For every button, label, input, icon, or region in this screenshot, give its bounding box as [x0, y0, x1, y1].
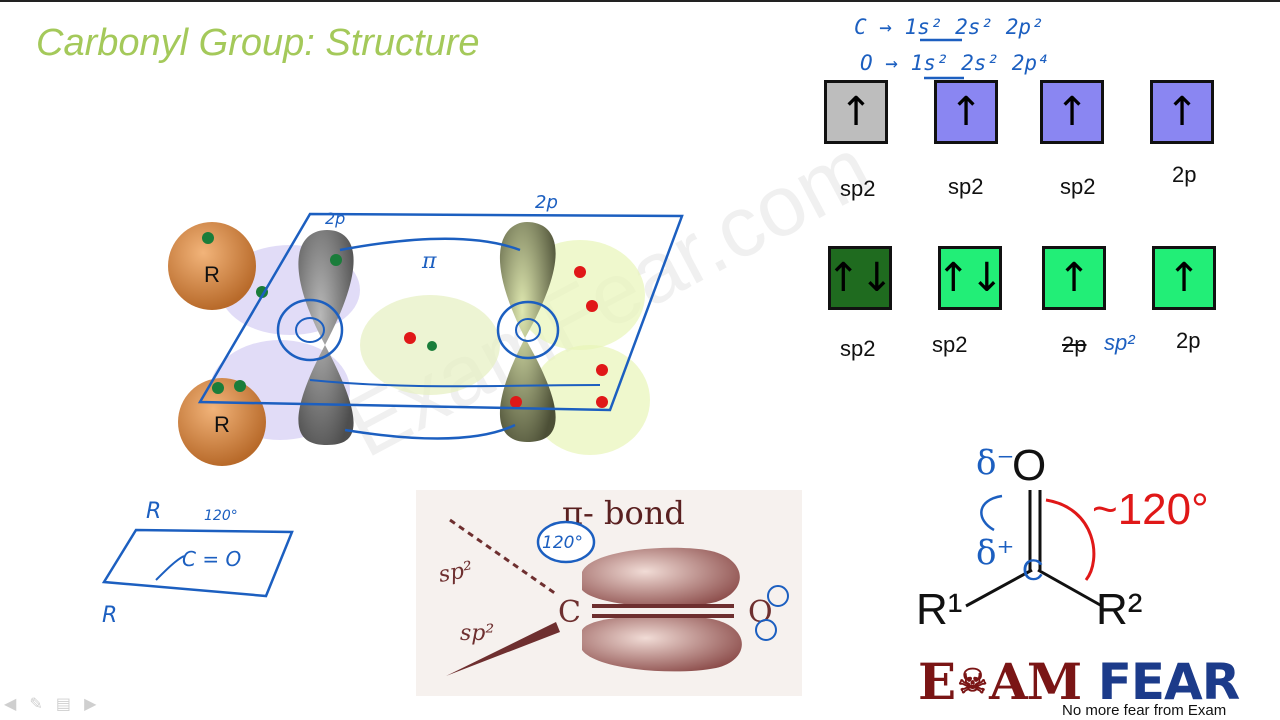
forward-icon[interactable]: ▶: [84, 694, 97, 713]
logo-tagline: No more fear from Exam: [1062, 702, 1227, 719]
oxygen-box-label: sp2: [840, 336, 876, 361]
back-icon[interactable]: ◀: [4, 694, 17, 713]
oxygen-orbital-box: ↑↓: [826, 246, 894, 310]
oxygen-box-label: 2p: [1176, 328, 1201, 353]
pen-icon[interactable]: ✎: [29, 694, 43, 713]
carbon-box-label: sp2: [948, 174, 984, 199]
delta-minus: δ⁻: [976, 443, 1014, 483]
carbon-orbital-box: ↑: [1150, 80, 1214, 144]
orbital-model-3d: R R π 2p 2p: [168, 192, 684, 466]
oxygen-box-label-struck: 2p: [1062, 332, 1087, 357]
logo-fear: FEAR: [1097, 653, 1241, 711]
pi-bond-diagram: π- bond sp² sp² C O 120°: [437, 494, 789, 676]
r-sphere-top: [168, 222, 256, 310]
carbonyl-structure: O δ⁻ C δ⁺ ~120° R¹ R²: [916, 441, 1209, 634]
carbon-atom-label: C: [558, 595, 581, 630]
p-annotation-left: 2p: [325, 209, 345, 228]
oxygen-box-label: sp2: [932, 332, 968, 357]
oxygen-box-handwritten-label: sp²: [1104, 330, 1135, 355]
menu-icon[interactable]: ▤: [55, 694, 72, 713]
carbon-orbital-box: ↑: [824, 80, 888, 144]
carbon-symbol: C: [1022, 554, 1044, 587]
sketch-group: C = O: [182, 547, 241, 571]
carbon-box-label: sp2: [1060, 174, 1096, 199]
sp2-upper-label: sp²: [437, 557, 475, 588]
oxygen-config-note: O → 1s² 2s² 2p⁴: [860, 51, 1050, 75]
oxygen-orbital-box: ↑↓: [936, 246, 1004, 310]
r-label-top: R: [204, 262, 220, 287]
skull-icon: ☠: [957, 662, 987, 702]
r2-label: R²: [1096, 585, 1142, 634]
handwritten-sketch: R R 120° C = O: [101, 499, 294, 628]
oxygen-p-orbital: [499, 222, 556, 442]
carbon-box-label: sp2: [840, 176, 876, 201]
top-border: [0, 0, 1280, 2]
slide-nav: ◀ ✎ ▤ ▶: [4, 694, 104, 713]
slide-title: Carbonyl Group: Structure: [36, 22, 480, 64]
logo-am: AM: [989, 652, 1082, 711]
logo-e: E: [918, 652, 956, 711]
delta-plus: δ⁺: [976, 533, 1014, 573]
config-notes: C → 1s² 2s² 2p² O → 1s² 2s² 2p⁴: [854, 15, 1050, 80]
r-label-bottom: R: [214, 412, 230, 437]
angle-note: 120°: [542, 533, 583, 553]
sketch-r-bottom: R: [102, 603, 117, 628]
examfear-logo: E☠AM FEAR No more fear from Exam: [918, 652, 1268, 720]
carbon-config-note: C → 1s² 2s² 2p²: [854, 15, 1044, 39]
sp2-lower-label: sp²: [460, 621, 494, 646]
oxygen-orbital-box: ↑: [1042, 246, 1106, 310]
oxygen-orbital-box: ↑: [1152, 246, 1216, 310]
sketch-r-top: R: [146, 499, 161, 524]
p-annotation-right: 2p: [535, 192, 558, 213]
carbon-box-label: 2p: [1172, 162, 1197, 187]
carbon-p-orbital: [298, 230, 354, 445]
carbon-orbital-box: ↑: [1040, 80, 1104, 144]
r1-label: R¹: [916, 585, 962, 634]
pi-bond-figure: π- bond sp² sp² C O 120°: [416, 490, 802, 696]
oxygen-symbol: O: [1012, 441, 1046, 490]
sketch-angle: 120°: [204, 508, 238, 524]
bond-angle: ~120°: [1092, 485, 1209, 534]
carbon-orbital-box: ↑: [934, 80, 998, 144]
pi-annotation: π: [421, 249, 437, 274]
